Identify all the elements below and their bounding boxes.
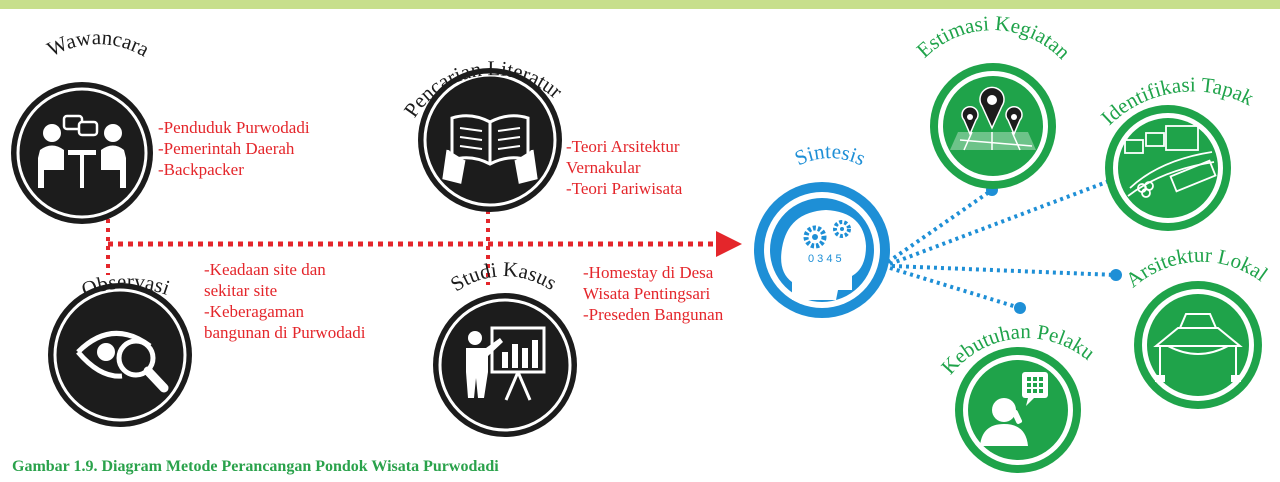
note-line: Vernakular (566, 158, 641, 177)
notes-pencarian-literatur: -Teori Arsitektur Vernakular -Teori Pari… (566, 136, 682, 199)
synthesis-connectors (886, 174, 1122, 314)
connector-dot (1110, 269, 1122, 281)
connector-kebutuhan (889, 266, 1021, 310)
note-line: -Backpacker (158, 160, 244, 179)
connector-arsitektur (891, 264, 1117, 277)
figure-caption: Gambar 1.9. Diagram Metode Perancangan P… (12, 458, 499, 475)
flow-arrow-head (716, 231, 742, 257)
eye-magnifier-icon (76, 331, 169, 393)
synthesis-label: Sintesis (791, 139, 869, 170)
method-pencarian-literatur: Pencarian Literatur (399, 56, 567, 212)
synthesis-node: 0 3 4 5 Sintesis (754, 139, 890, 318)
note-line: -Keberagaman (204, 302, 305, 321)
output-label-estimasi-kegiatan: Estimasi Kegiatan (912, 11, 1076, 64)
method-label-studi-kasus: Studi Kasus (446, 257, 561, 296)
note-line: -Pemerintah Daerah (158, 139, 295, 158)
presentation-icon (466, 326, 546, 401)
note-line: sekitar site (204, 281, 278, 300)
output-arsitektur-lokal: Arsitektur Lokal (1121, 243, 1273, 409)
connector-dot (1014, 302, 1026, 314)
note-line: Wisata Pentingsari (583, 284, 711, 303)
output-identifikasi-tapak: Identifikasi Tapak (1096, 72, 1258, 231)
method-label-wawancara: Wawancara (43, 25, 154, 62)
site-plan-icon (1124, 125, 1217, 198)
notes-wawancara: -Penduduk Purwodadi -Pemerintah Daerah -… (158, 117, 310, 180)
note-line: -Preseden Bangunan (583, 305, 724, 324)
joglo-house-icon (1153, 313, 1243, 382)
map-pins-icon (950, 86, 1036, 151)
brain-text: 0 3 4 5 (808, 253, 842, 265)
brain-gears-icon: 0 3 4 5 (781, 210, 866, 300)
notes-studi-kasus: -Homestay di Desa Wisata Pentingsari -Pr… (583, 262, 723, 325)
interview-icon (38, 114, 126, 188)
book-icon (442, 114, 538, 184)
note-line: -Teori Arsitektur (566, 137, 680, 156)
method-wawancara: Wawancara (11, 25, 154, 224)
note-line: bangunan di Purwodadi (204, 323, 366, 342)
top-accent-bar (0, 0, 1280, 9)
output-kebutuhan-pelaku: Kebutuhan Pelaku (936, 319, 1100, 473)
connector-identifikasi (889, 178, 1113, 266)
connector-estimasi (886, 188, 994, 264)
method-studi-kasus: Studi Kasus (433, 257, 577, 437)
notes-observasi: -Keadaan site dan sekitar site -Keberaga… (204, 259, 365, 343)
method-observasi: Observasi (48, 269, 192, 427)
note-line: -Teori Pariwisata (566, 179, 683, 198)
note-line: -Homestay di Desa (583, 263, 714, 282)
output-estimasi-kegiatan: Estimasi Kegiatan (912, 11, 1076, 189)
note-line: -Penduduk Purwodadi (158, 118, 310, 137)
flow-lines (106, 192, 742, 285)
person-phone-icon (980, 372, 1048, 446)
note-line: -Keadaan site dan (204, 260, 326, 279)
